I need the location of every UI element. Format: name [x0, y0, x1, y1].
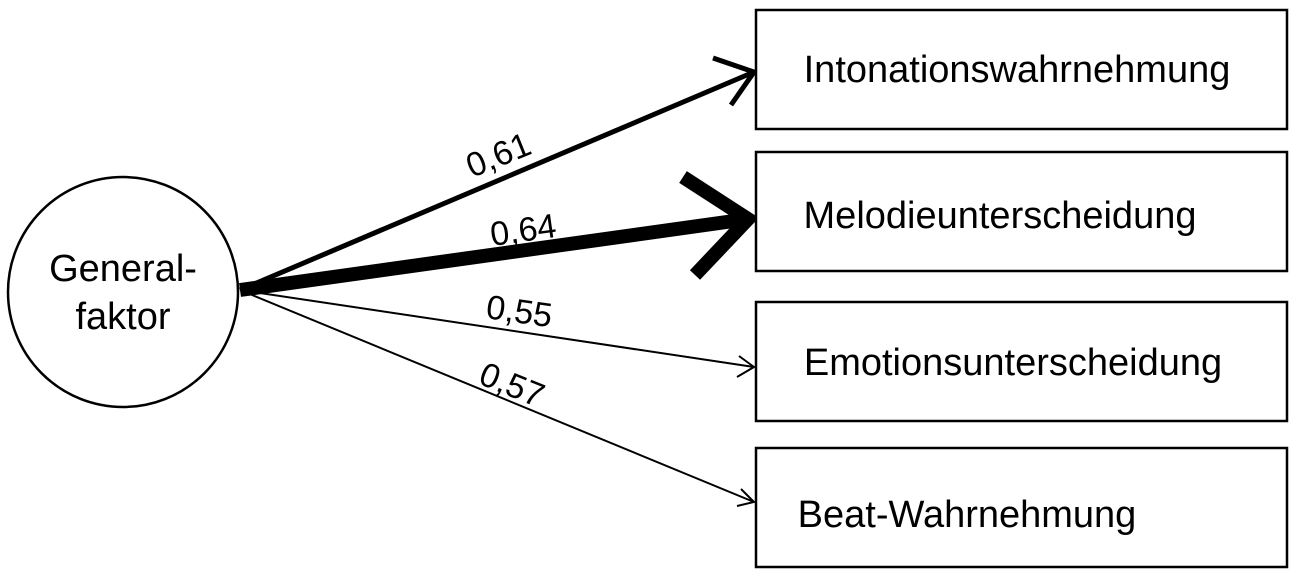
source-node: General- faktor	[6, 175, 240, 409]
path-line-emotion	[239, 289, 755, 368]
source-circle	[6, 175, 240, 409]
path-line-melodie	[239, 212, 749, 297]
source-label-line1: General-	[49, 248, 197, 290]
path-line-intonation	[239, 69, 755, 293]
arrowhead-intonation	[712, 55, 758, 107]
target-label-emotion: Emotionsunterscheidung	[804, 342, 1222, 384]
target-box-intonation	[754, 8, 1289, 131]
arrowhead-emotion	[736, 355, 756, 378]
target-label-beat: Beat-Wahrnehmung	[798, 494, 1137, 536]
path-line-beat	[239, 289, 755, 503]
weight-label-beat: 0,57	[474, 355, 550, 415]
arrowhead-beat	[736, 488, 756, 507]
source-label-line2: faktor	[75, 296, 170, 338]
arrowhead-melodie	[679, 171, 759, 280]
target-box-beat	[754, 446, 1289, 569]
target-box-emotion	[754, 300, 1289, 423]
target-label-intonation: Intonationswahrnehmung	[804, 49, 1231, 91]
weight-label-intonation: 0,61	[461, 125, 537, 185]
weight-label-melodie: 0,64	[488, 207, 559, 254]
target-label-melodie: Melodieunterscheidung	[804, 195, 1197, 237]
target-box-melodie	[754, 150, 1289, 273]
path-arrows	[239, 55, 759, 507]
weight-label-emotion: 0,55	[484, 288, 555, 335]
target-nodes: Intonationswahrnehmung Melodieunterschei…	[754, 8, 1289, 569]
path-weights: 0,61 0,64 0,55 0,57	[461, 125, 559, 415]
